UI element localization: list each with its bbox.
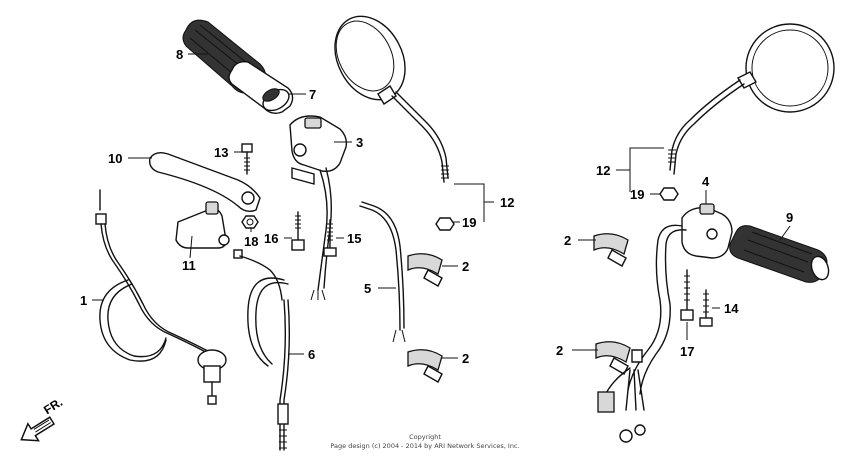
right-switch-housing[interactable] (289, 115, 348, 301)
cable-clamp[interactable] (407, 349, 443, 383)
part-label-19: 19 (462, 215, 476, 230)
left-mirror[interactable] (668, 23, 835, 175)
nut-18[interactable] (241, 215, 259, 229)
part-label-10: 10 (108, 151, 122, 166)
leader-line-9 (779, 225, 791, 241)
part-label-18: 18 (244, 234, 258, 249)
lever-bracket[interactable] (175, 201, 230, 249)
cable-clamp[interactable] (593, 233, 629, 267)
copyright-notice: Page design (c) 2004 - 2014 by ARI Netwo… (330, 442, 519, 450)
leader-line-12a (454, 183, 485, 222)
throttle-grip[interactable] (182, 19, 294, 115)
bolt-13[interactable] (241, 143, 253, 175)
part-label-17: 17 (680, 344, 694, 359)
part-label-11: 11 (182, 258, 196, 273)
throttle-cable[interactable] (233, 249, 291, 451)
right-mirror[interactable] (321, 4, 449, 183)
wire-harness[interactable] (359, 201, 406, 343)
bolt-14[interactable] (699, 289, 713, 327)
part-label-5: 5 (364, 281, 371, 296)
part-label-4: 4 (702, 174, 710, 189)
left-grip[interactable] (729, 225, 832, 283)
leader-line-11 (189, 235, 193, 259)
part-label-14: 14 (724, 301, 739, 316)
bolt-17[interactable] (680, 269, 694, 321)
left-switch-housing[interactable] (597, 203, 733, 443)
cable-clamp[interactable] (595, 341, 631, 375)
front-direction-arrow-icon (20, 416, 56, 442)
part-label-2: 2 (462, 351, 469, 366)
leader-line-12b (629, 147, 664, 192)
bolt-15[interactable] (323, 219, 337, 257)
part-label-2: 2 (556, 343, 563, 358)
part-label-2: 2 (564, 233, 571, 248)
part-label-2: 2 (462, 259, 469, 274)
copyright-title: Copyright (409, 433, 441, 441)
part-label-12: 12 (500, 195, 514, 210)
part-label-1: 1 (80, 293, 87, 308)
part-label-3: 3 (356, 135, 363, 150)
part-label-16: 16 (264, 231, 278, 246)
clutch-lever[interactable] (148, 151, 261, 213)
nut-19[interactable] (659, 187, 679, 201)
part-label-19: 19 (630, 187, 644, 202)
nut-19[interactable] (435, 217, 455, 231)
part-label-6: 6 (308, 347, 315, 362)
front-direction-label: FR. (41, 395, 65, 417)
bolt-16[interactable] (291, 211, 305, 251)
part-label-13: 13 (214, 145, 228, 160)
part-label-7: 7 (309, 87, 316, 102)
part-label-15: 15 (347, 231, 361, 246)
clutch-cable[interactable] (95, 189, 227, 405)
cable-clamp[interactable] (407, 253, 443, 287)
part-label-9: 9 (786, 210, 793, 225)
part-label-12: 12 (596, 163, 610, 178)
part-label-8: 8 (176, 47, 183, 62)
